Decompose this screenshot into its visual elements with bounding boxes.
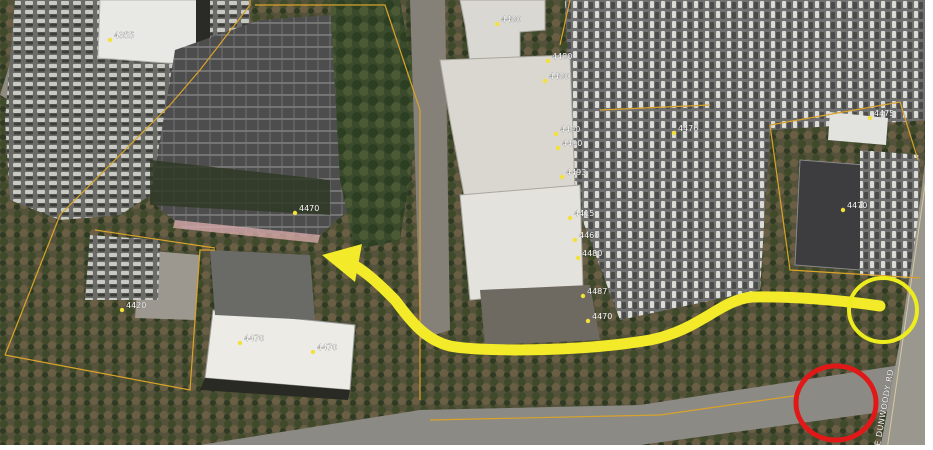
svg-text:4475: 4475 xyxy=(874,109,894,118)
building-4476 xyxy=(828,112,888,145)
parcel-label-4470-e: 4470 xyxy=(585,312,613,324)
svg-text:4490: 4490 xyxy=(562,139,582,148)
lot-tree-row xyxy=(150,160,330,215)
highlight-circle-yellow xyxy=(847,276,919,344)
parcel-label-4470-bldg-a: 4470 xyxy=(237,334,265,346)
svg-text:4470: 4470 xyxy=(592,312,612,321)
svg-text:4487: 4487 xyxy=(587,287,607,296)
road-east-dunwoody xyxy=(880,100,933,450)
building-4470-shadow xyxy=(200,378,350,400)
svg-text:4420: 4420 xyxy=(126,301,146,310)
parcel-label-4355: 4355 xyxy=(107,31,135,43)
svg-text:4470: 4470 xyxy=(244,334,264,343)
road-south xyxy=(200,360,933,450)
svg-text:4470: 4470 xyxy=(299,204,319,213)
svg-text:4415: 4415 xyxy=(574,209,594,218)
parcel-label-4475: 4475 xyxy=(867,109,895,121)
evergreen-strip xyxy=(330,0,420,250)
building-4493-rear xyxy=(480,285,600,345)
parcel-label-4420: 4420 xyxy=(119,301,147,313)
parking-lot-west xyxy=(210,250,315,320)
parcel-label-4480-c: 4480 xyxy=(542,72,570,84)
svg-text:4480: 4480 xyxy=(501,15,521,24)
parcel-label-4480-b: 4480 xyxy=(545,52,573,64)
parking-lot-east xyxy=(860,150,920,280)
parcel-label-4470-f: 4470 xyxy=(840,201,868,213)
svg-text:4355: 4355 xyxy=(114,31,134,40)
parcel-label-4460: 4460 xyxy=(572,231,600,243)
svg-text:4490: 4490 xyxy=(560,125,580,134)
route-arrow-path xyxy=(342,256,886,356)
svg-text:4460: 4460 xyxy=(579,231,599,240)
map-bottom-border xyxy=(0,445,933,450)
svg-text:4480: 4480 xyxy=(552,52,572,61)
parking-lot-central xyxy=(565,0,930,320)
parcel-label-4487: 4487 xyxy=(580,287,608,299)
building-4490 xyxy=(459,184,584,301)
highlight-circle-red xyxy=(793,363,879,443)
parcel-label-4490-a: 4490 xyxy=(553,125,581,137)
building-4480-north xyxy=(459,0,546,63)
svg-text:4480: 4480 xyxy=(549,72,569,81)
parcel-labels: 4355 4470 4470 4470 4420 4480 4480 4480 … xyxy=(107,15,895,355)
parcel-label-4480-a: 4480 xyxy=(494,15,522,27)
svg-text:4470: 4470 xyxy=(847,201,867,210)
parcel-label-4490-b: 4490 xyxy=(555,139,583,151)
svg-text:4476: 4476 xyxy=(678,124,698,133)
parcel-label-4480-d: 4480 xyxy=(575,249,603,261)
road-drive-pink xyxy=(173,220,320,243)
parcel-label-4415: 4415 xyxy=(567,209,595,221)
map-right-border xyxy=(925,0,933,450)
parcel-label-4476: 4476 xyxy=(671,124,699,136)
svg-text:4480: 4480 xyxy=(582,249,602,258)
building-4460 xyxy=(794,159,866,271)
parcel-boundaries xyxy=(4,0,921,421)
parcel-label-4493: 4493 xyxy=(559,168,587,180)
svg-text:4493: 4493 xyxy=(566,168,586,177)
parcel-label-4470-top: 4470 xyxy=(292,204,320,216)
route-arrowhead xyxy=(322,244,362,282)
parcel-label-4470-bldg-b: 4470 xyxy=(310,343,338,355)
parking-lot-southwest xyxy=(85,235,160,300)
svg-text:4470: 4470 xyxy=(317,343,337,352)
